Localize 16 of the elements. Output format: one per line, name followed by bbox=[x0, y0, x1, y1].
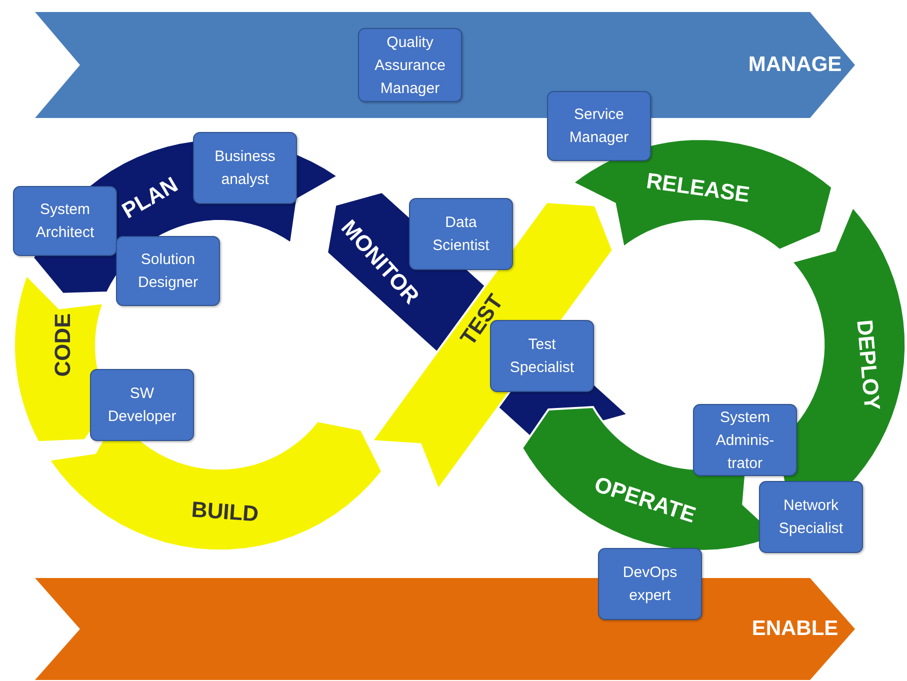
phase-label: DEPLOY bbox=[851, 318, 885, 412]
role-box: Solution Designer bbox=[116, 236, 220, 306]
phase-label: RELEASE bbox=[644, 168, 752, 208]
phase-label: CODE bbox=[50, 313, 76, 377]
role-box: Business analyst bbox=[193, 132, 297, 204]
role-box: Data Scientist bbox=[409, 198, 513, 270]
role-box: System Architect bbox=[13, 186, 117, 256]
banner-label: ENABLE bbox=[752, 617, 838, 641]
role-box: SW Developer bbox=[90, 369, 194, 441]
role-box: DevOps expert bbox=[598, 548, 702, 620]
role-box: Network Specialist bbox=[759, 481, 863, 553]
phase-label: BUILD bbox=[190, 496, 260, 528]
role-box: Service Manager bbox=[547, 91, 651, 161]
banner-label: MANAGE bbox=[748, 53, 842, 77]
role-box: System Adminis-trator bbox=[693, 404, 797, 476]
role-box: Quality Assurance Manager bbox=[358, 28, 462, 102]
